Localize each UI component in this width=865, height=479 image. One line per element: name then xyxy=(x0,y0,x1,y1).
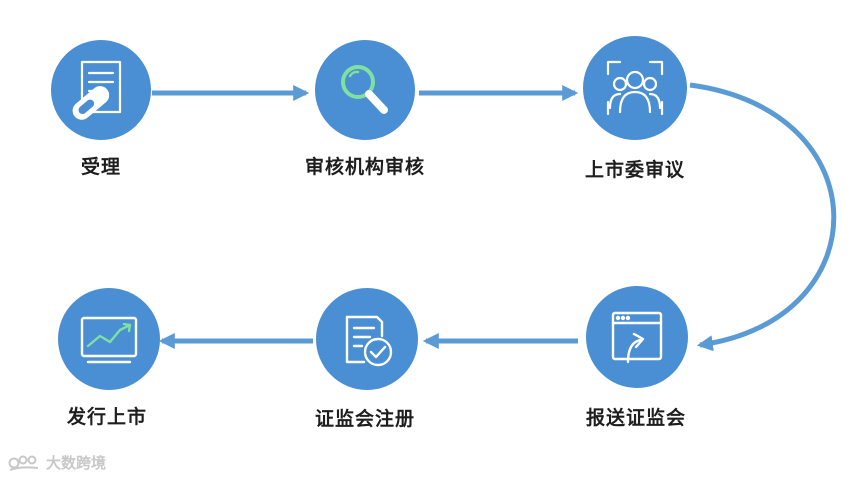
step-label-3: 上市委审议 xyxy=(584,159,685,181)
document-check-icon xyxy=(345,315,393,367)
magnifier-icon xyxy=(341,65,388,114)
step-label-6: 发行上市 xyxy=(66,406,147,428)
step-label-1: 受理 xyxy=(80,156,121,178)
watermark-text: 大数跨境 xyxy=(46,454,107,472)
step-label-2: 审核机构审核 xyxy=(304,156,425,178)
step-circle-6 xyxy=(58,288,160,390)
step-circle-5 xyxy=(316,288,418,390)
committee-people-icon xyxy=(606,60,664,116)
step-label-5: 证监会注册 xyxy=(314,408,415,430)
watermark-logo-icon xyxy=(8,455,39,471)
document-pen-icon xyxy=(72,60,122,120)
watermark: 大数跨境 xyxy=(8,452,106,473)
step-label-4: 报送证监会 xyxy=(585,407,686,429)
upload-window-icon xyxy=(611,311,663,364)
trend-chart-icon xyxy=(80,316,138,364)
step-circle-2 xyxy=(315,40,415,140)
arrow-3-to-4-curve xyxy=(689,82,837,352)
